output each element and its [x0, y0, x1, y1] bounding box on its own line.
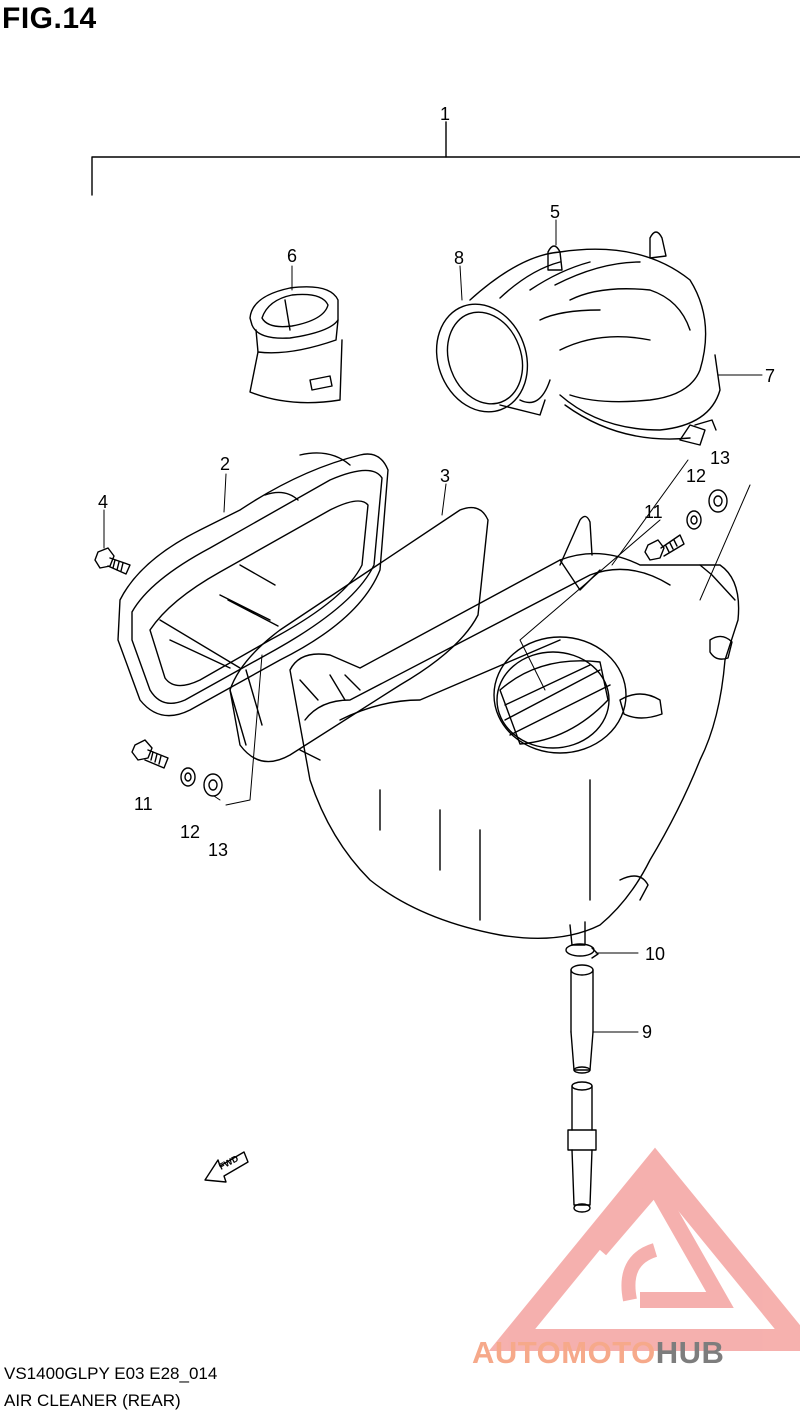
- callout-11-right: 11: [644, 502, 663, 522]
- callout-13-left: 13: [208, 840, 228, 860]
- callout-4: 4: [98, 492, 108, 512]
- figure-title: FIG.14: [2, 2, 97, 35]
- drain-plug: [567, 1081, 597, 1213]
- callout-13-right: 13: [710, 448, 730, 468]
- part-5-intake-elbow: [435, 231, 721, 446]
- callout-7: 7: [765, 366, 775, 386]
- logo-text-moto: MOTO: [561, 1335, 656, 1370]
- callout-10: 10: [645, 944, 665, 964]
- part-9-drain-tube: [570, 964, 594, 1074]
- part-3-filter-element: [229, 506, 489, 763]
- section-name: AIR CLEANER (REAR): [4, 1391, 181, 1410]
- automotohub-logo-icon: [488, 1147, 800, 1351]
- part-11-bolt-left: [131, 739, 169, 769]
- part-6-duct: [249, 286, 343, 404]
- part-11-bolt-right: [644, 534, 685, 561]
- automotohub-logo-text: AUTOMOTOHUB: [472, 1335, 724, 1371]
- logo-text-hub: HUB: [655, 1335, 725, 1370]
- callout-numbers: 1 2 3 4 5 6 7 8 9 10 11 11 12 12 13 13: [98, 104, 775, 1042]
- part-12-washer-right: [686, 510, 702, 530]
- callout-1: 1: [440, 104, 450, 124]
- callout-9: 9: [642, 1022, 652, 1042]
- callout-6: 6: [287, 246, 297, 266]
- callout-8: 8: [454, 248, 464, 268]
- fwd-arrow-icon: [204, 1151, 249, 1183]
- callout-2: 2: [220, 454, 230, 474]
- assembly-bracket: [91, 121, 800, 196]
- callout-3: 3: [440, 466, 450, 486]
- callout-5: 5: [550, 202, 560, 222]
- air-cleaner-case: [289, 515, 740, 946]
- callout-12-left: 12: [180, 822, 200, 842]
- model-code: VS1400GLPY E03 E28_014: [4, 1364, 218, 1383]
- callout-12-right: 12: [686, 466, 706, 486]
- part-12-washer-left: [180, 767, 196, 787]
- part-13-grommet-left: [203, 773, 223, 797]
- callout-11-left: 11: [134, 794, 153, 814]
- logo-text-auto: AUTO: [472, 1335, 562, 1370]
- part-13-grommet-right: [708, 489, 728, 513]
- leader-lines: [103, 219, 763, 1033]
- part-2-cover: [117, 452, 389, 717]
- part-10-clamp: [565, 943, 599, 959]
- part-4-bolt: [94, 547, 131, 575]
